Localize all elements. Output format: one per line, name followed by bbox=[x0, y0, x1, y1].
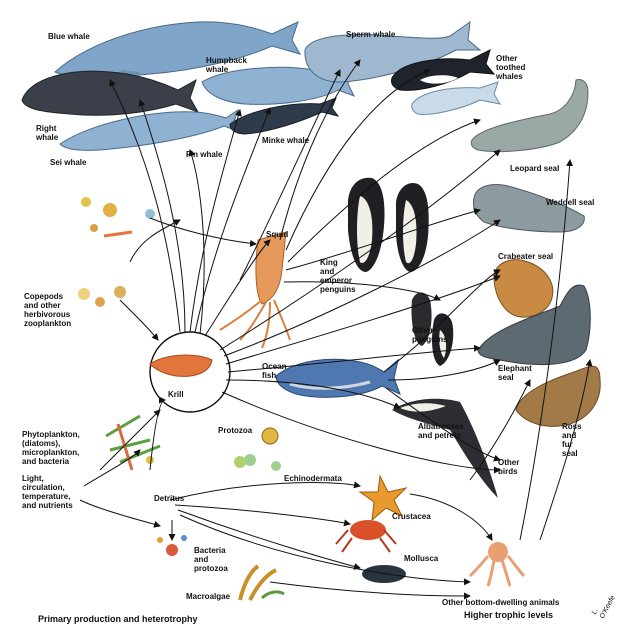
detritus-label: Detritus bbox=[154, 494, 184, 503]
crabeater-seal-label: Crabeater seal bbox=[498, 252, 553, 261]
sperm-whale-label: Sperm whale bbox=[346, 30, 395, 39]
higher-trophic-label: Higher trophic levels bbox=[464, 610, 553, 620]
ross-fur-seal-label: Ross and fur seal bbox=[562, 422, 582, 458]
albatrosses-label: Albatrosses and petrels bbox=[418, 422, 464, 440]
krill-label: Krill bbox=[168, 390, 184, 399]
albatross-illustration bbox=[392, 399, 498, 498]
crustacea-label: Crustacea bbox=[392, 512, 431, 521]
sei-whale-label: Sei whale bbox=[50, 158, 86, 167]
other-birds-label: Other birds bbox=[498, 458, 519, 476]
blue-whale-label: Blue whale bbox=[48, 32, 90, 41]
crustacea-illustration bbox=[336, 520, 396, 552]
right-whale-label: Right whale bbox=[36, 124, 58, 142]
bottom-dwelling-illustration bbox=[470, 542, 524, 586]
protozoa-label: Protozoa bbox=[218, 426, 252, 435]
fin-whale-label: Fin whale bbox=[186, 150, 222, 159]
phytoplankton-label: Phytoplankton, (diatoms), microplankton,… bbox=[22, 430, 80, 466]
primary-production-label: Primary production and heterotrophy bbox=[38, 614, 198, 624]
right-whale-illustration bbox=[22, 71, 198, 115]
light-label: Light, circulation, temperature, and nut… bbox=[22, 474, 73, 510]
king-emperor-penguins-label: King and emperor penguins bbox=[320, 258, 356, 294]
humpback-whale-label: Humpback whale bbox=[206, 56, 247, 74]
other-toothed-whales-label: Other toothed whales bbox=[496, 54, 525, 81]
ocean-fish-illustration bbox=[276, 359, 400, 397]
macroalgae-label: Macroalgae bbox=[186, 592, 230, 601]
elephant-seal-label: Elephant seal bbox=[498, 364, 532, 382]
weddell-seal-label: Weddell seal bbox=[546, 198, 594, 207]
other-penguins-label: Other penguins bbox=[412, 326, 448, 344]
minke-whale-label: Minke whale bbox=[262, 136, 309, 145]
copepods-illustration bbox=[78, 197, 155, 307]
krill-illustration bbox=[150, 332, 230, 412]
bacteria-protozoa-label: Bacteria and protozoa bbox=[194, 546, 228, 573]
leopard-seal-label: Leopard seal bbox=[510, 164, 559, 173]
ocean-fish-label: Ocean fish bbox=[262, 362, 286, 380]
squid-label: Squid bbox=[266, 230, 288, 239]
other-bottom-label: Other bottom-dwelling animals bbox=[442, 598, 559, 607]
echinodermata-label: Echinodermata bbox=[284, 474, 342, 483]
copepods-label: Copepods and other herbivorous zooplankt… bbox=[24, 292, 71, 328]
crabeater-seal-illustration bbox=[494, 260, 553, 317]
mollusca-label: Mollusca bbox=[404, 554, 438, 563]
